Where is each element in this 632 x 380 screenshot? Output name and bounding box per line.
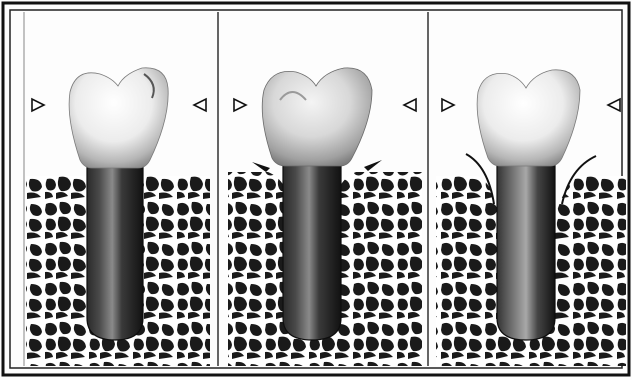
implant-body [87,165,143,340]
implant-body [497,164,555,340]
implant-body [283,162,341,340]
crown [477,70,580,166]
